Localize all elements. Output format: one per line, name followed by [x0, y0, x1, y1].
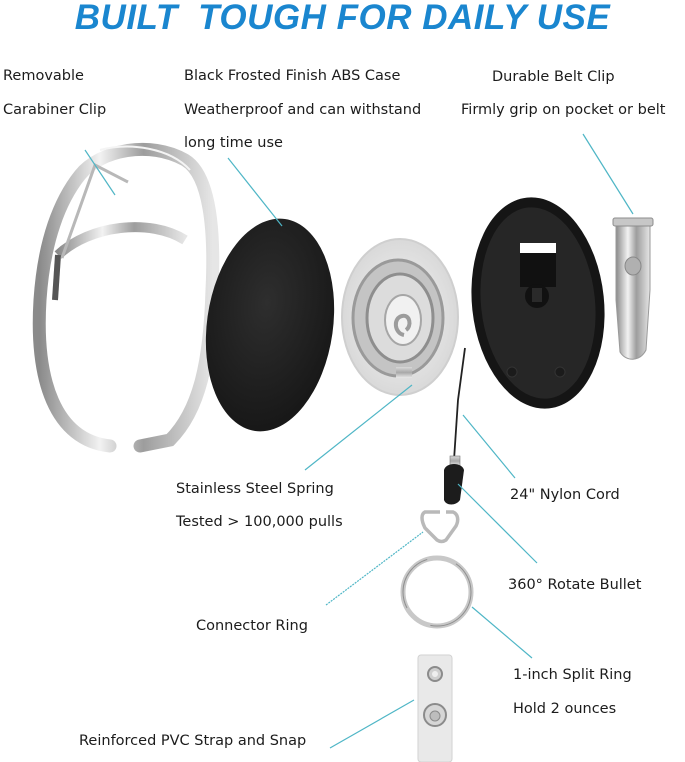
- belt-clip-label-line2: Firmly grip on pocket or belt: [461, 102, 666, 118]
- case-label-line3: long time use: [184, 135, 283, 151]
- carabiner-label-line1: Removable: [3, 68, 84, 84]
- connector-ring-icon: [420, 510, 460, 544]
- belt-clip-icon: [612, 217, 654, 360]
- split-ring-label-line2: Hold 2 ounces: [513, 701, 617, 717]
- case-label-line1: Black Frosted Finish ABS Case: [184, 68, 401, 84]
- nylon-cord-icon: [453, 347, 466, 461]
- spring-label-line1: Stainless Steel Spring: [176, 481, 334, 497]
- spring-reel-icon: [341, 238, 459, 396]
- spring-label-line2: Tested > 100,000 pulls: [176, 514, 343, 530]
- carabiner-clip-icon: [32, 142, 220, 453]
- leader-lines: [84, 133, 634, 749]
- bullet-label: 360° Rotate Bullet: [508, 577, 642, 593]
- cord-label: 24" Nylon Cord: [510, 487, 620, 503]
- case-label-line2: Weatherproof and can withstand: [184, 102, 422, 118]
- carabiner-label-line2: Carabiner Clip: [3, 102, 107, 118]
- split-ring-icon: [400, 555, 474, 629]
- headline-title: BUILT TOUGH FOR DAILY USE: [74, 0, 611, 37]
- case-back-cover-icon: [471, 197, 605, 409]
- pvc-strap-icon: [417, 654, 453, 762]
- case-front-cover-icon: [205, 218, 335, 432]
- connector-ring-label: Connector Ring: [196, 618, 308, 634]
- strap-label: Reinforced PVC Strap and Snap: [79, 733, 307, 749]
- belt-clip-label-line1: Durable Belt Clip: [492, 69, 615, 85]
- split-ring-label-line1: 1-inch Split Ring: [513, 667, 632, 683]
- rotate-bullet-icon: [444, 455, 464, 505]
